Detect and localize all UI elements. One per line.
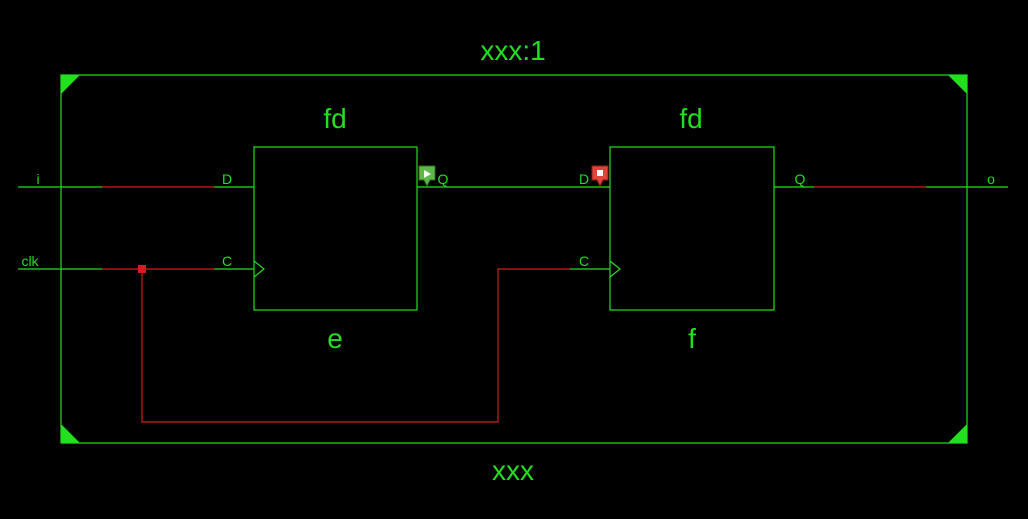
corner-top-left: [61, 75, 80, 94]
module-boundary[interactable]: [60, 74, 968, 444]
cell-e-type: fd: [323, 103, 346, 134]
cell-e-pin-d: D: [222, 171, 232, 187]
module-name: xxx: [492, 455, 534, 486]
cell-f-pin-c: C: [579, 253, 589, 269]
module-title: xxx:1: [480, 35, 545, 66]
cell-e-body[interactable]: [253, 146, 418, 311]
end-marker-icon[interactable]: [591, 165, 609, 188]
cell-e-instance: e: [327, 323, 343, 354]
cell-e-clock-symbol: [253, 260, 265, 278]
cell-f-clock-symbol: [609, 260, 621, 278]
corner-bottom-left: [61, 424, 80, 443]
cell-e-pin-q: Q: [438, 171, 449, 187]
cell-f-instance: f: [688, 323, 696, 354]
cell-f-type: fd: [679, 103, 702, 134]
cell-f-pin-d: D: [579, 171, 589, 187]
port-label-o: o: [987, 171, 995, 187]
module-xxx[interactable]: xxx:1 xxx: [60, 35, 968, 486]
port-label-clk: clk: [21, 253, 39, 269]
start-marker-icon[interactable]: [418, 165, 436, 188]
corner-top-right: [948, 75, 967, 94]
cell-f-body[interactable]: [609, 146, 775, 311]
cell-f-pin-q: Q: [795, 171, 806, 187]
corner-bottom-right: [948, 424, 967, 443]
net-clk[interactable]: [18, 265, 610, 423]
cell-f[interactable]: fd f D C Q: [579, 103, 806, 354]
cell-e-pin-c: C: [222, 253, 232, 269]
port-label-i: i: [36, 171, 39, 187]
cell-e[interactable]: fd e D C Q: [222, 103, 449, 354]
clk-junction-dot: [138, 265, 146, 273]
